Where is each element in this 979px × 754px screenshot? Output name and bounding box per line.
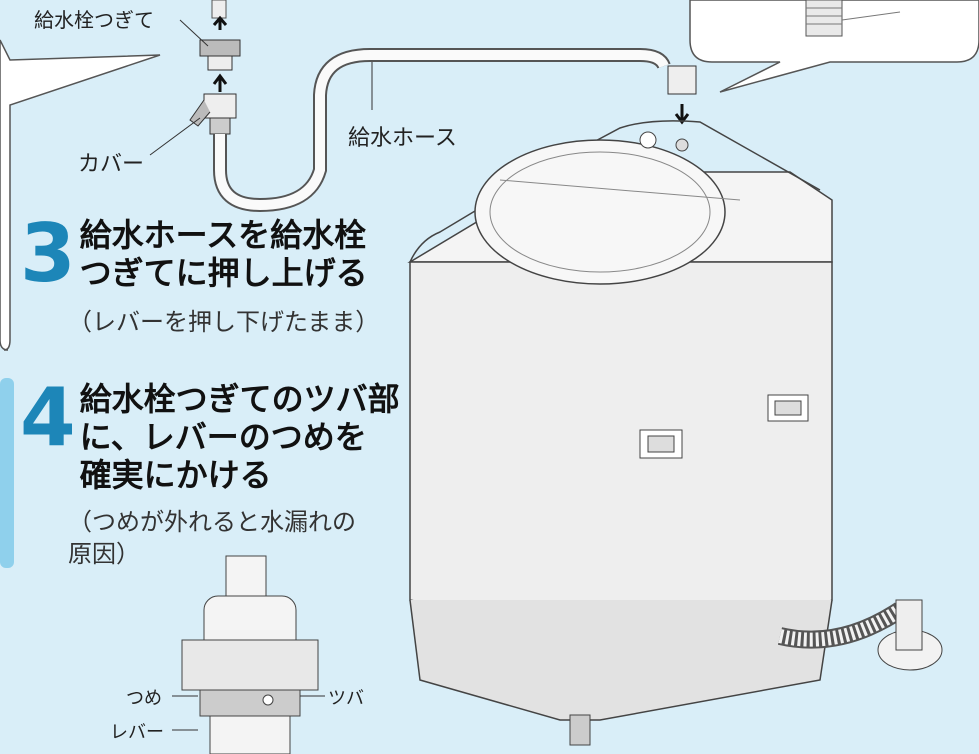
hose-coupler-illustration [189, 93, 237, 135]
label-supply-hose: 給水ホース [348, 126, 457, 151]
label-cover: カバー [78, 152, 145, 177]
right-callout [689, 0, 979, 93]
hose-end-fitting [667, 65, 697, 125]
step-4-note: （つめが外れると水漏れの 原因） [68, 506, 356, 570]
label-faucet-joint: 給水栓つぎて [34, 8, 154, 32]
step-4-note-line: 原因） [68, 540, 140, 568]
label-flange: ツバ [328, 688, 364, 709]
faucet-closeup-illustration [181, 555, 319, 754]
label-claw: つめ [126, 688, 162, 709]
step-3-title: 給水ホースを給水栓 つぎてに押し上げる [80, 216, 368, 292]
step-3-number: 3 [20, 207, 76, 300]
drain-coil-detail [805, 0, 901, 37]
step-4-number: 4 [20, 371, 76, 464]
label-lever: レバー [110, 722, 164, 743]
step-3-note-line: （レバーを押し下げたまま） [68, 308, 380, 336]
step-3: 3 給水ホースを給水栓 つぎてに押し上げる [20, 207, 368, 300]
step-4: 4 給水栓つぎてのツバ部 に、レバーのつめを 確実にかける [20, 371, 400, 495]
side-tab [0, 378, 14, 568]
step-4-title-line: 給水栓つぎてのツバ部 [79, 380, 400, 418]
step-4-title-line: 確実にかける [79, 456, 272, 494]
step-3-title-line: 給水ホースを給水栓 [79, 216, 367, 254]
step-4-note-line: （つめが外れると水漏れの [68, 508, 356, 536]
step-4-title: 給水栓つぎてのツバ部 に、レバーのつめを 確実にかける [80, 380, 400, 494]
drain-hose-illustration [777, 599, 943, 671]
step-3-note: （レバーを押し下げたまま） [68, 306, 379, 338]
left-callout [0, 39, 161, 351]
washing-machine-illustration [407, 120, 833, 746]
step-4-title-line: に、レバーのつめを [79, 418, 367, 456]
faucet-joint-illustration [199, 15, 241, 92]
step-3-title-line: つぎてに押し上げる [79, 254, 368, 292]
